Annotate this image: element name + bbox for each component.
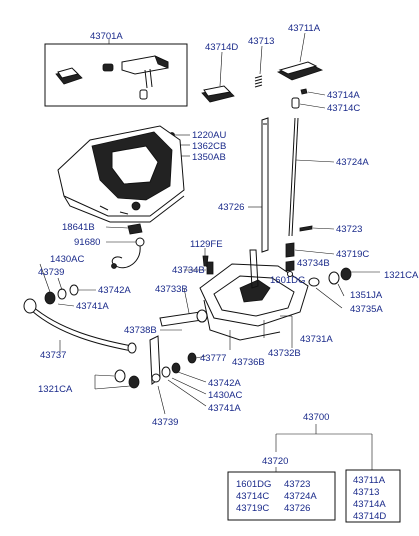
callout-43724A: 43724A xyxy=(336,157,369,168)
callout-1129FE: 1129FE xyxy=(190,239,223,250)
callout-43735A: 43735A xyxy=(350,304,383,315)
callout-43731A: 43731A xyxy=(300,334,333,345)
cable-rod xyxy=(23,263,137,354)
console-housing xyxy=(57,125,185,223)
tree-left-item-0: 1601DG xyxy=(236,479,271,490)
callout-43711A: 43711A xyxy=(288,23,321,34)
shift-base xyxy=(199,249,380,350)
callout-43738B: 43738B xyxy=(124,325,157,336)
callout-43732B: 43732B xyxy=(268,348,301,359)
callout-1351JA: 1351JA xyxy=(350,290,383,301)
callout-43726: 43726 xyxy=(218,202,244,213)
callout-43723: 43723 xyxy=(336,224,362,235)
tree-root-label: 43700 xyxy=(303,412,329,423)
tree-right-item-1: 43713 xyxy=(353,487,379,498)
tree-right-item-3: 43714D xyxy=(353,511,386,522)
tree-left-item-2: 43714C xyxy=(236,491,269,502)
callout-1321CA-left: 1321CA xyxy=(38,384,73,395)
tree-right-item-2: 43714A xyxy=(353,499,386,510)
callout-43734B-right: 43734B xyxy=(297,258,330,269)
tree-left-item-4: 43719C xyxy=(236,503,269,514)
callout-1350AB: 1350AB xyxy=(192,152,226,163)
callout-43714A: 43714A xyxy=(327,90,360,101)
callout-43741A-top: 43741A xyxy=(76,301,109,312)
tree-left-item-5: 43726 xyxy=(284,503,310,514)
tree-right-item-0: 43711A xyxy=(353,475,386,486)
callout-1430AC-bot: 1430AC xyxy=(208,390,242,401)
knob-assembly-box xyxy=(44,39,188,107)
callout-43714D: 43714D xyxy=(205,42,238,53)
callout-43742A-bot: 43742A xyxy=(208,378,241,389)
callout-91680: 91680 xyxy=(74,237,100,248)
tree-left-item-3: 43724A xyxy=(284,491,317,502)
callout-43714C: 43714C xyxy=(327,103,360,114)
callout-43736B: 43736B xyxy=(232,357,265,368)
callout-43777: 43777 xyxy=(200,353,226,364)
shift-rods xyxy=(248,117,335,258)
callout-43719C: 43719C xyxy=(336,249,369,260)
callout-1430AC-top: 1430AC xyxy=(50,254,84,265)
callout-1601DG: 1601DG xyxy=(270,275,305,286)
bottom-washers xyxy=(94,362,207,415)
assembly-tree: 43700 43720 1601DG 43723 43714C 43724A 4… xyxy=(227,412,401,523)
callout-43701A: 43701A xyxy=(90,31,123,42)
left-group-box xyxy=(227,471,336,521)
bulb-and-wiring xyxy=(105,223,145,269)
callout-1220AU: 1220AU xyxy=(192,130,226,141)
lever-arm xyxy=(149,261,214,385)
callout-43713: 43713 xyxy=(248,36,274,47)
callout-43733B: 43733B xyxy=(155,284,188,295)
callout-43742A-top: 43742A xyxy=(98,285,131,296)
callout-43734B-left: 43734B xyxy=(172,265,205,276)
callout-labels: 43701A 43714D 43713 43711A 43714A 43714C… xyxy=(38,23,419,428)
tree-branch-label: 43720 xyxy=(262,456,288,467)
knob-parts xyxy=(201,32,326,109)
callout-1321CA-right: 1321CA xyxy=(384,270,419,281)
callout-43739-bot: 43739 xyxy=(152,417,178,428)
callout-1362CB: 1362CB xyxy=(192,141,226,152)
callout-43741A-bot: 43741A xyxy=(208,403,241,414)
right-group-box xyxy=(345,469,401,523)
callout-43739-top: 43739 xyxy=(38,267,64,278)
tree-left-item-1: 43723 xyxy=(284,479,310,490)
callout-43737: 43737 xyxy=(40,350,66,361)
callout-18641B: 18641B xyxy=(62,222,95,233)
